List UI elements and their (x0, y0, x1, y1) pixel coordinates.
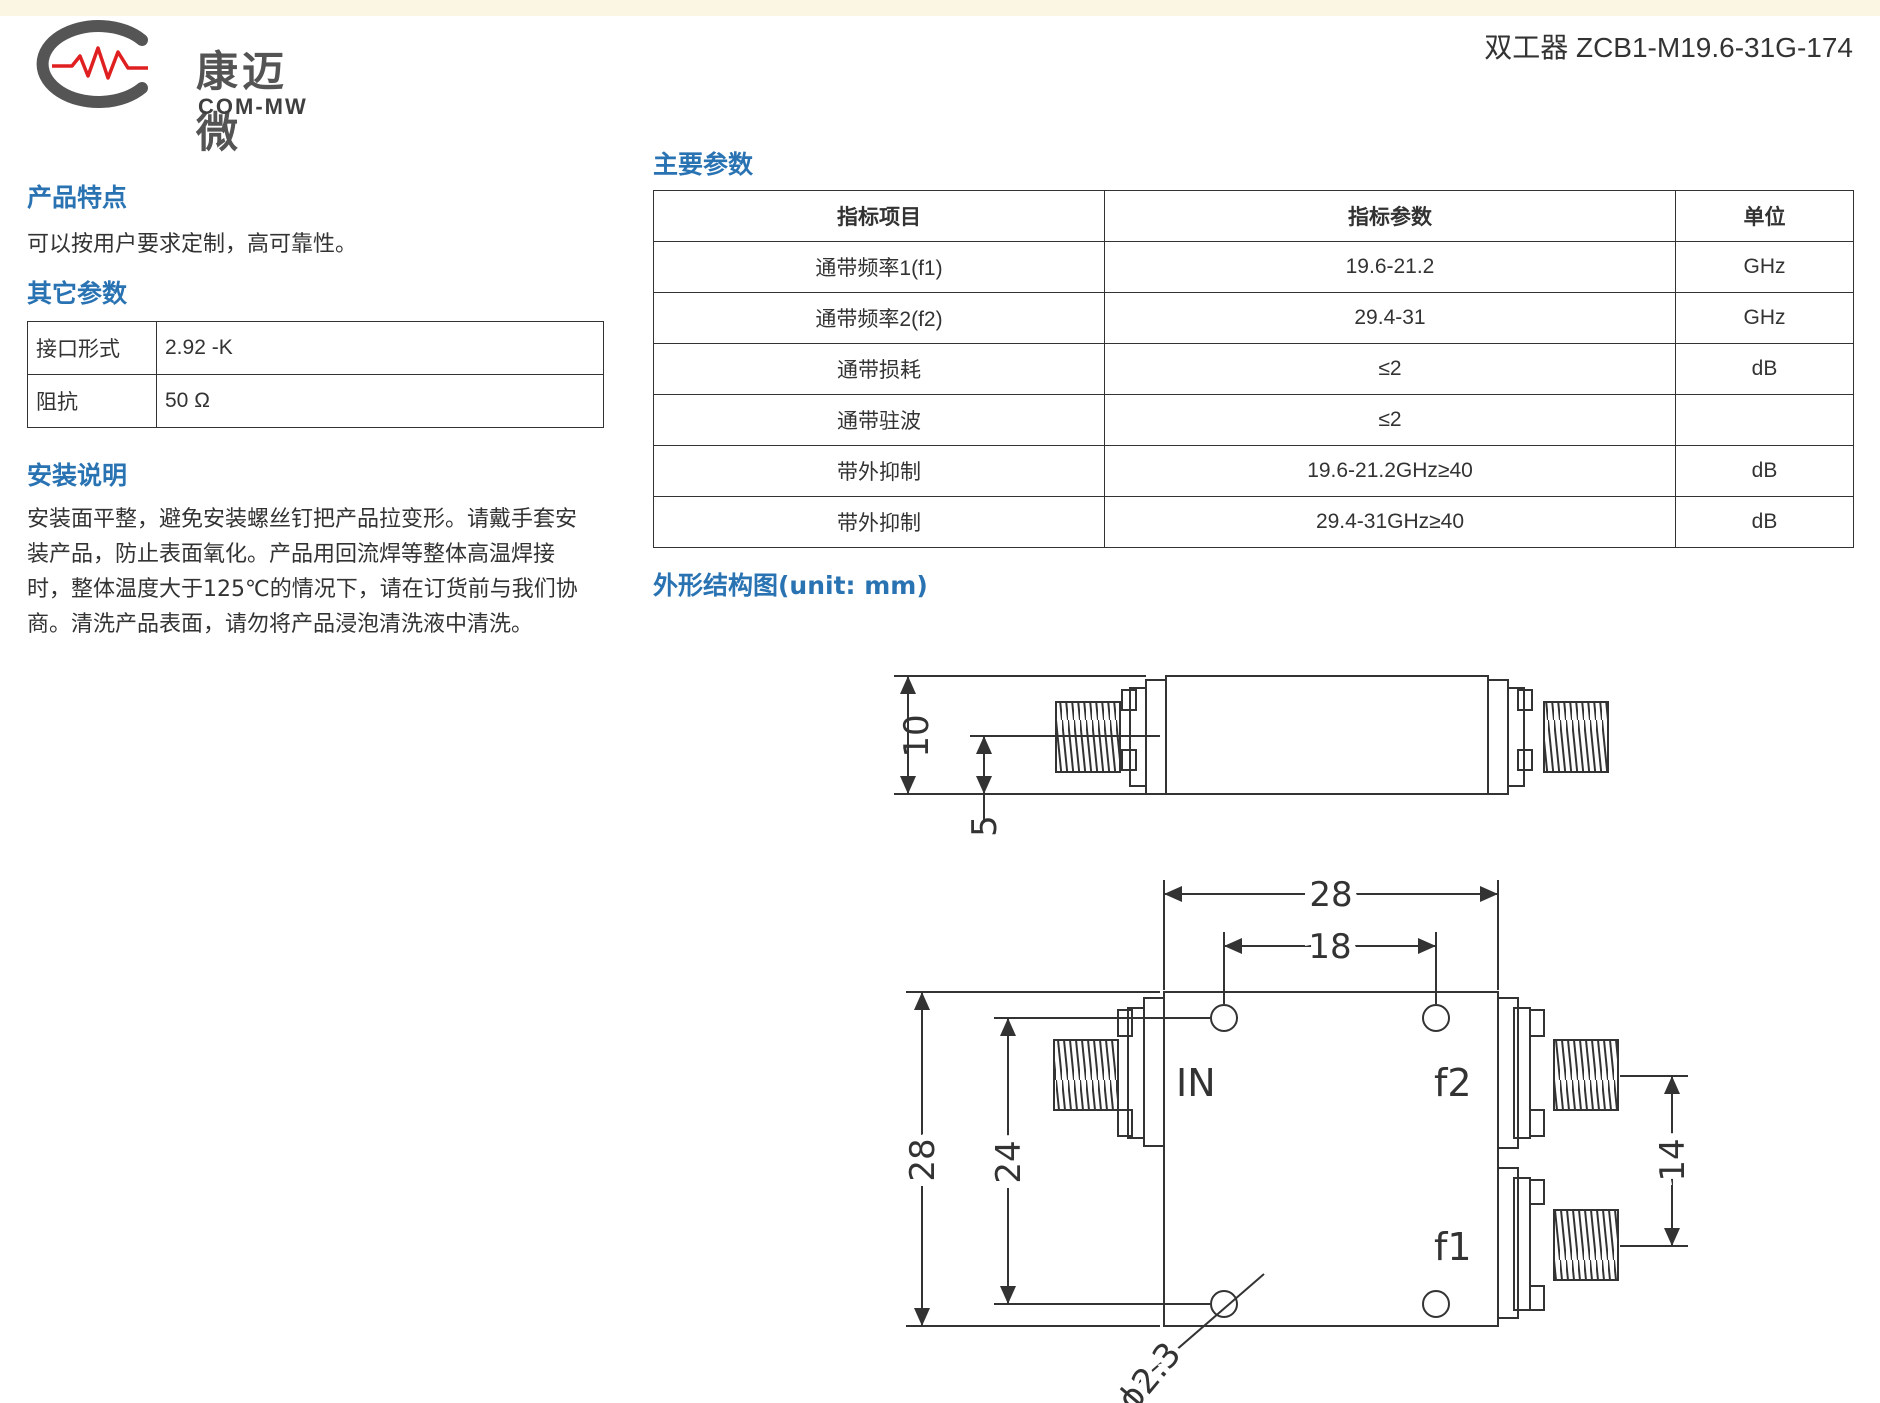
column-header: 单位 (1675, 190, 1854, 242)
dim-height: 28 (903, 1138, 943, 1181)
main-params-table: 指标项目 指标参数 单位 通带频率1(f1) 19.6-21.2 GHz 通带频… (653, 190, 1854, 548)
dim-hole-pitch: 18 (1308, 927, 1351, 967)
install-line: 商。清洗产品表面，请勿将产品浸泡清洗液中清洗。 (27, 612, 534, 637)
install-heading: 安装说明 (27, 461, 128, 490)
table-row: 带外抑制 29.4-31GHz≥40 dB (653, 496, 1854, 548)
cell-unit: GHz (1675, 292, 1854, 344)
param-label: 阻抗 (27, 374, 157, 428)
cell-value: 19.6-21.2GHz≥40 (1104, 445, 1676, 497)
cell-unit: dB (1675, 496, 1854, 548)
logo-mark (36, 20, 148, 108)
port-label-f1: f1 (1434, 1225, 1472, 1269)
param-value: 2.92 -K (156, 321, 604, 375)
port-label-in: IN (1176, 1061, 1216, 1105)
dim-side-center: 5 (965, 815, 1005, 837)
table-row: 阻抗 50 Ω (27, 374, 604, 428)
table-row: 带外抑制 19.6-21.2GHz≥40 dB (653, 445, 1854, 497)
cell-unit: dB (1675, 445, 1854, 497)
other-params-table: 接口形式 2.92 -K 阻抗 50 Ω (27, 321, 604, 428)
table-header-row: 指标项目 指标参数 单位 (653, 190, 1854, 242)
cell-item: 通带频率1(f1) (653, 241, 1105, 293)
cell-item: 带外抑制 (653, 496, 1105, 548)
features-text: 可以按用户要求定制，高可靠性。 (27, 232, 358, 257)
param-label: 接口形式 (27, 321, 157, 375)
table-row: 接口形式 2.92 -K (27, 321, 604, 375)
company-logo[interactable]: 康迈微 COM-MW (24, 18, 314, 157)
cell-value: ≤2 (1104, 343, 1676, 395)
param-value: 50 Ω (156, 374, 604, 428)
table-row: 通带频率2(f2) 29.4-31 GHz (653, 292, 1854, 344)
install-line: 时，整体温度大于125℃的情况下，请在订货前与我们协 (27, 577, 578, 602)
logo-name-cn: 康迈微 (196, 47, 289, 157)
column-header: 指标参数 (1104, 190, 1676, 242)
cell-item: 通带驻波 (653, 394, 1105, 446)
cell-value: 19.6-21.2 (1104, 241, 1676, 293)
dim-side-height: 10 (897, 714, 937, 757)
dim-port-spacing: 14 (1653, 1138, 1693, 1181)
cell-unit: GHz (1675, 241, 1854, 293)
cell-unit: dB (1675, 343, 1854, 395)
dim-hole-vertical: 24 (989, 1140, 1029, 1183)
side-view (894, 675, 1609, 820)
cell-value: 29.4-31GHz≥40 (1104, 496, 1676, 548)
table-row: 通带损耗 ≤2 dB (653, 343, 1854, 395)
top-view (906, 880, 1688, 1391)
logo-name-en: COM-MW (198, 94, 308, 119)
table-row: 通带驻波 ≤2 (653, 394, 1854, 446)
cell-item: 带外抑制 (653, 445, 1105, 497)
cell-item: 通带频率2(f2) (653, 292, 1105, 344)
cell-value: 29.4-31 (1104, 292, 1676, 344)
features-heading: 产品特点 (27, 183, 128, 212)
product-title: 双工器 ZCB1-M19.6-31G-174 (1484, 32, 1853, 63)
column-header: 指标项目 (653, 190, 1105, 242)
port-label-f2: f2 (1434, 1061, 1472, 1105)
install-line: 装产品，防止表面氧化。产品用回流焊等整体高温焊接 (27, 542, 556, 567)
install-text: 安装面平整，避免安装螺丝钉把产品拉变形。请戴手套安 装产品，防止表面氧化。产品用… (27, 502, 627, 642)
top-banner-strip (0, 0, 1880, 16)
cell-unit (1675, 394, 1854, 446)
other-params-heading: 其它参数 (27, 279, 128, 308)
cell-item: 通带损耗 (653, 343, 1105, 395)
install-line: 安装面平整，避免安装螺丝钉把产品拉变形。请戴手套安 (27, 507, 578, 532)
outline-heading: 外形结构图(unit: mm) (653, 571, 928, 600)
dim-width: 28 (1309, 875, 1352, 915)
cell-value: ≤2 (1104, 394, 1676, 446)
main-params-heading: 主要参数 (653, 150, 754, 179)
table-row: 通带频率1(f1) 19.6-21.2 GHz (653, 241, 1854, 293)
dim-hole-diameter: ϕ2.3 (1110, 1335, 1190, 1403)
